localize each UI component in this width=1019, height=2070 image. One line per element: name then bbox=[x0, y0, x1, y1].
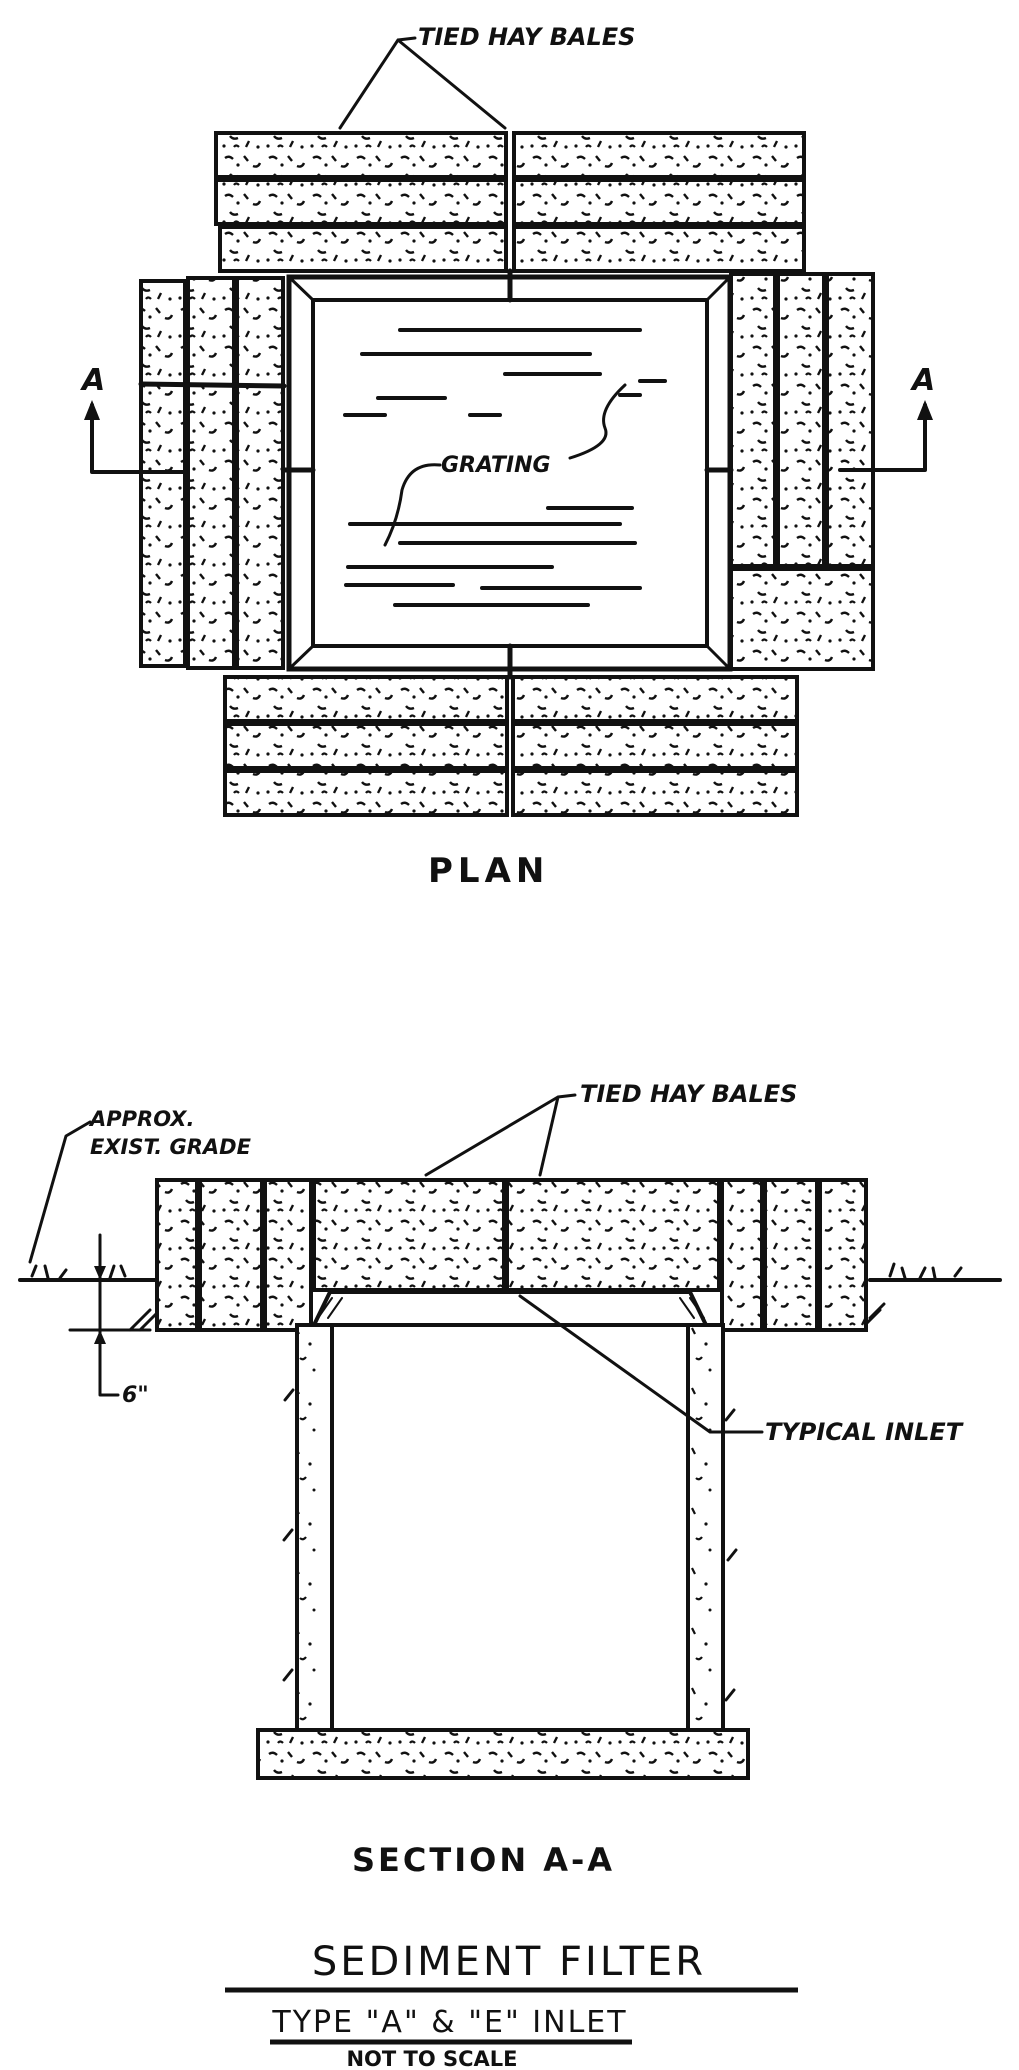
inlet-grating: GRATING bbox=[281, 268, 734, 680]
tied-hay-bales-leader-section: TIED HAY BALES bbox=[424, 1080, 797, 1177]
depth-label: 6" bbox=[122, 1383, 149, 1408]
subtitle: TYPE "A" & "E" INLET bbox=[271, 2005, 627, 2040]
section-view: 6" APPROX. EXIST. GRADE TIED HAY BALES T… bbox=[18, 1080, 1002, 1879]
svg-text:A: A bbox=[80, 363, 105, 398]
hay-bales-right bbox=[729, 272, 875, 671]
hay-bales-section bbox=[155, 1178, 868, 1332]
main-title: SEDIMENT FILTER bbox=[312, 1939, 706, 1985]
approx-label: APPROX. bbox=[88, 1107, 194, 1131]
typical-inlet-leader: TYPICAL INLET bbox=[518, 1294, 964, 1446]
depth-dimension: 6" bbox=[68, 1233, 152, 1408]
plan-view: GRATING TIED HAY BALES A A PLAN bbox=[80, 23, 935, 891]
section-marker-right: A bbox=[838, 363, 935, 472]
grating-bars bbox=[343, 328, 667, 607]
plan-title: PLAN bbox=[428, 851, 549, 891]
tied-hay-bales-leader-plan: TIED HAY BALES bbox=[338, 23, 635, 130]
existing-grade bbox=[18, 1262, 1002, 1332]
hay-bales-bottom bbox=[223, 675, 799, 817]
inlet-structure bbox=[256, 1290, 750, 1780]
title-block: SEDIMENT FILTER TYPE "A" & "E" INLET NOT… bbox=[225, 1939, 798, 2070]
tied-hay-bales-section-label: TIED HAY BALES bbox=[580, 1080, 797, 1108]
scale-note: NOT TO SCALE bbox=[346, 2047, 517, 2070]
hay-bales-top bbox=[214, 131, 806, 273]
exist-grade-label: EXIST. GRADE bbox=[90, 1135, 252, 1159]
section-title: SECTION A-A bbox=[352, 1841, 615, 1879]
tied-hay-bales-plan-label: TIED HAY BALES bbox=[418, 23, 635, 51]
existing-grade-leader: APPROX. EXIST. GRADE bbox=[28, 1107, 252, 1264]
svg-text:A: A bbox=[910, 363, 935, 398]
typical-inlet-label: TYPICAL INLET bbox=[765, 1418, 964, 1446]
section-marker-left: A bbox=[80, 363, 188, 474]
grating-label: GRATING bbox=[441, 453, 551, 478]
